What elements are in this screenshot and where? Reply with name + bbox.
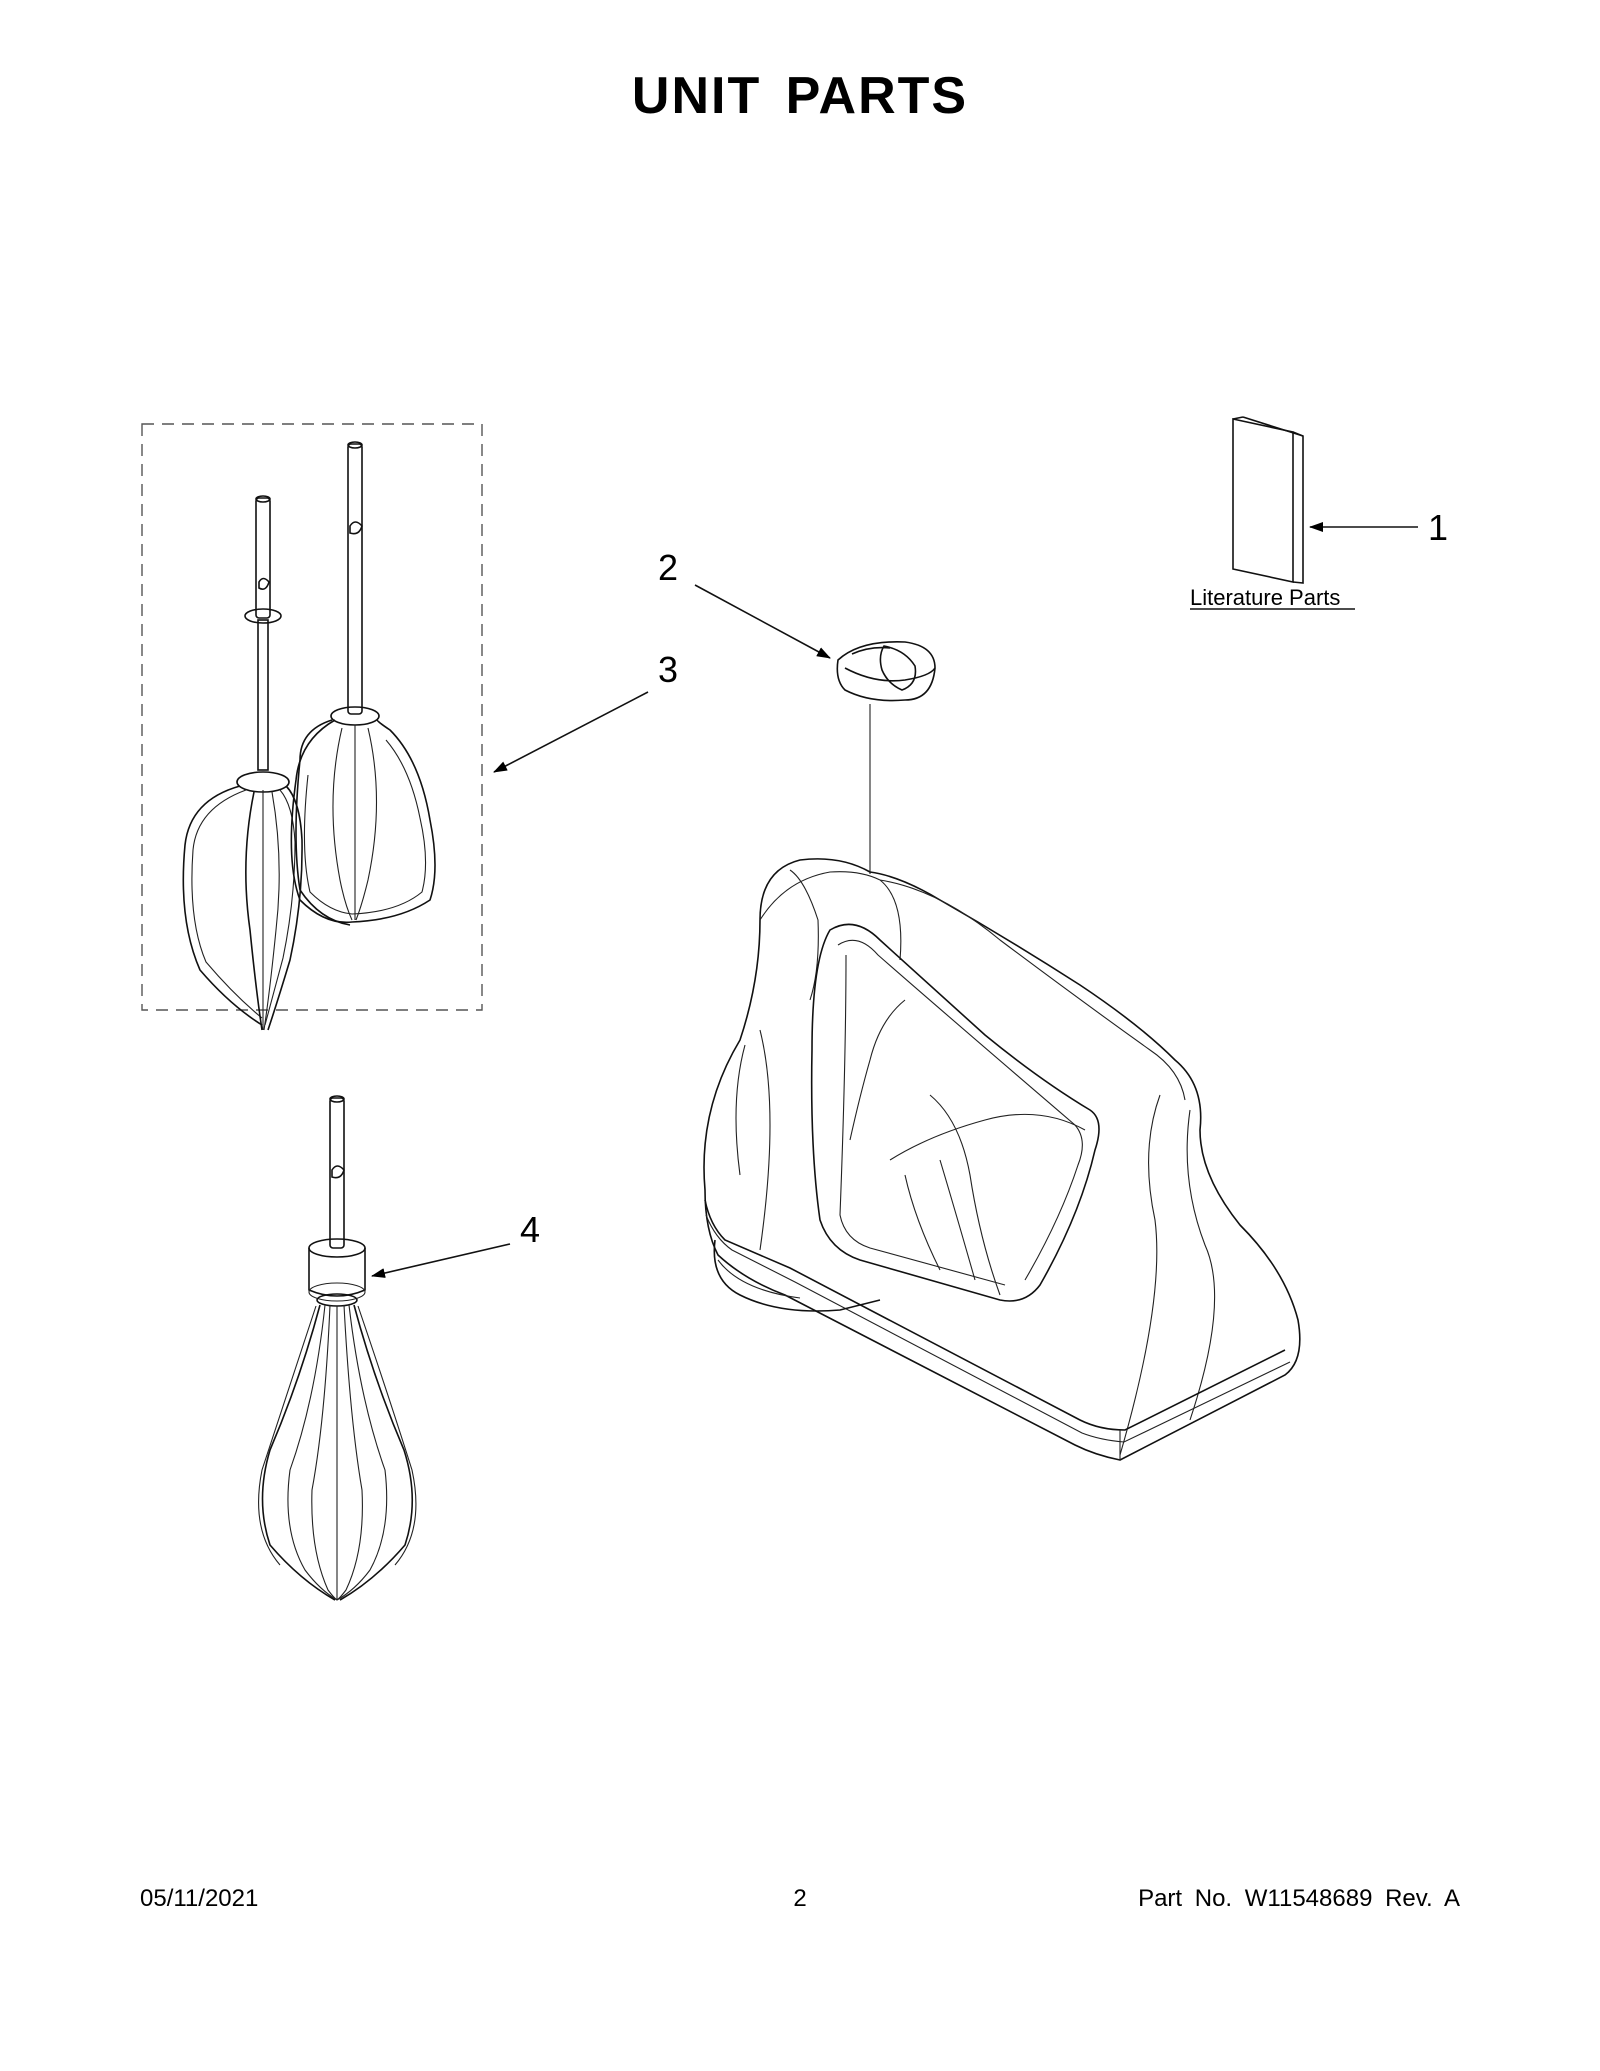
callout-2: 2 <box>658 547 678 588</box>
leader-line-2 <box>694 584 831 659</box>
whisk <box>258 1095 417 1601</box>
literature-booklet <box>1232 416 1304 584</box>
hand-mixer-body <box>703 858 1301 1461</box>
footer-page-number: 2 <box>793 1885 807 1912</box>
leader-line-3 <box>493 691 649 773</box>
callout-1: 1 <box>1428 507 1448 548</box>
footer-part-number: Part No. W11548689 Rev. A <box>1138 1885 1460 1912</box>
beater-left <box>182 495 303 1031</box>
beater-right <box>290 441 436 926</box>
page-title: UNIT PARTS <box>631 67 969 125</box>
footer-date: 05/11/2021 <box>140 1885 259 1912</box>
speed-knob <box>836 641 936 702</box>
leader-line-4 <box>371 1243 511 1278</box>
literature-parts-label: Literature Parts <box>1190 585 1340 610</box>
callout-4: 4 <box>520 1209 540 1250</box>
beaters-group-box <box>141 423 483 1011</box>
callout-3: 3 <box>658 649 678 690</box>
